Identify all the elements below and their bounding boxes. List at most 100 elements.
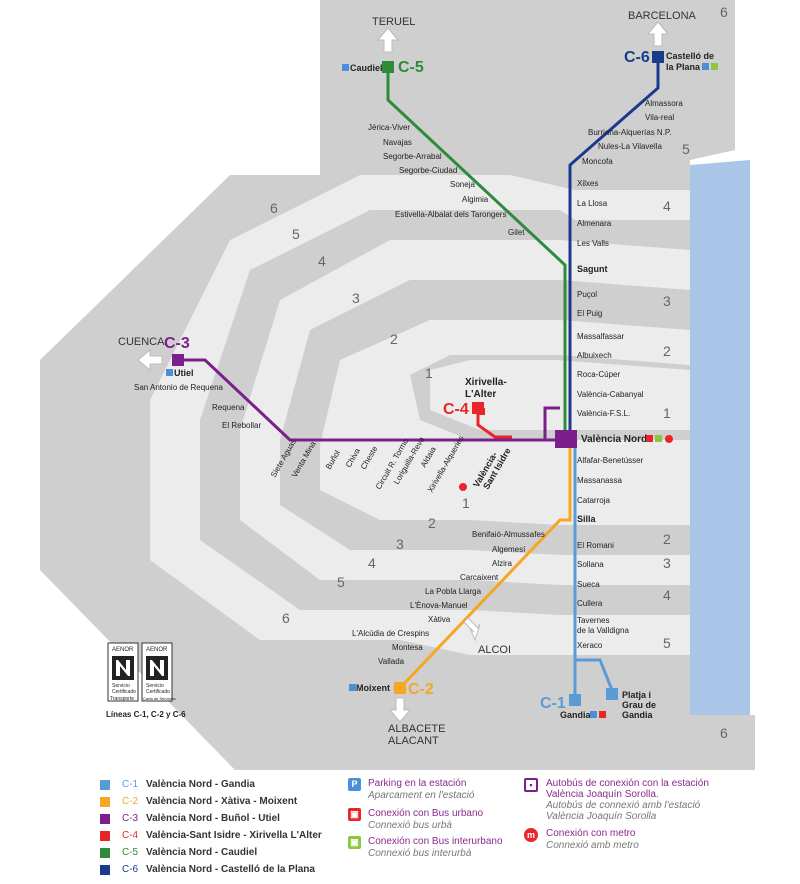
legend-swatch	[100, 831, 110, 841]
station-sanantonio: San Antonio de Requena	[134, 383, 224, 392]
zone-label: 4	[663, 198, 671, 214]
station-alfafar: Alfafar-Benetússer	[577, 456, 644, 465]
legend-code: C-5	[122, 847, 139, 858]
legend-line-c3: C-3 València Nord - Buñol - Utiel	[100, 812, 340, 828]
station-xativa: Xàtiva	[428, 615, 451, 624]
parking-icon	[349, 684, 356, 691]
legend-services: P Parking en la estación Aparcament en l…	[348, 778, 518, 882]
aenor-tag1: Transporte	[110, 696, 134, 702]
station-moixent: Moixent	[356, 683, 390, 693]
legend-sorolla-sub1: Autobús de connexió amb l'estació	[546, 800, 701, 811]
zone-label: 1	[663, 405, 671, 421]
rail-lines	[178, 58, 660, 700]
legend-line-c2: C-2 València Nord - Xàtiva - Moixent	[100, 795, 340, 811]
station-cullera: Cullera	[577, 599, 603, 608]
dest-albacete: ALBACETE	[388, 723, 445, 735]
parking-icon	[342, 64, 349, 71]
station-gilet: Gilet	[508, 228, 525, 237]
legend-code: C-3	[122, 813, 139, 824]
legend-swatch	[100, 848, 110, 858]
zone-label: 5	[682, 141, 690, 157]
station-catarroja: Catarroja	[577, 496, 610, 505]
station-estivella: Estivella-Albalat dels Tarongers	[395, 210, 506, 219]
station-montesa: Montesa	[392, 643, 423, 652]
line-c4	[476, 408, 512, 439]
station-xeraco: Xeraco	[577, 641, 603, 650]
aenor-logos: AENOR Servicio Certificado Transporte AE…	[106, 642, 186, 719]
station-jerica: Jérica-Viver	[368, 123, 410, 132]
zone-label: 4	[663, 587, 671, 603]
station-sagunt: Sagunt	[577, 264, 608, 274]
station-vallada: Vallada	[378, 657, 405, 666]
teruel-arrow-icon	[376, 27, 400, 53]
nord-terminal	[555, 430, 577, 448]
legend-name: València-Sant Isidre - Xirivella L'Alter	[146, 830, 322, 841]
dest-alacant: ALACANT	[388, 735, 439, 747]
legend-parking-sub: Aparcament en l'estació	[368, 790, 475, 801]
bus-interurban-icon	[711, 63, 718, 70]
metro-icon	[665, 435, 673, 443]
legend-bus-inter-sub: Connexió bus interurbà	[368, 848, 472, 859]
zone-label: 5	[292, 226, 300, 242]
legend-code: C-4	[122, 830, 139, 841]
legend-name: València Nord - Gandia	[146, 779, 255, 790]
station-sueca: Sueca	[577, 580, 600, 589]
line-c5	[386, 68, 567, 440]
aenor-name: AENOR	[112, 647, 134, 653]
legend-code: C-2	[122, 796, 139, 807]
station-alzira: Alzira	[492, 559, 513, 568]
dest-barcelona: BARCELONA	[628, 10, 697, 22]
aenor-n-icon	[112, 656, 134, 680]
station-xirivella-2: L'Alter	[465, 389, 496, 400]
code-c3: C-3	[164, 335, 190, 352]
destination-arrows	[137, 21, 670, 723]
bus-interurban-icon	[655, 435, 662, 442]
code-c1: C-1	[540, 695, 566, 712]
station-pucol: Puçol	[577, 290, 597, 299]
zone-label: 1	[425, 365, 433, 381]
aenor-sub1: Servicio	[112, 683, 130, 689]
station-silla: Silla	[577, 514, 597, 524]
station-elromani: El Romani	[577, 541, 614, 550]
legend-metro-sub: Connexió amb metro	[546, 840, 639, 851]
line-c1b	[575, 658, 614, 691]
dest-alcoi: ALCOI	[478, 644, 511, 656]
bus-urban-icon	[478, 408, 485, 415]
parking-icon: P	[348, 778, 361, 791]
legend-bus-urban-sub: Connexió bus urbà	[368, 820, 452, 831]
legend-name: València Nord - Buñol - Utiel	[146, 813, 280, 824]
code-c5: C-5	[398, 59, 424, 76]
station-burriana: Burriana-Alquerías N.P.	[588, 128, 671, 137]
station-vilareal: Vila-real	[645, 113, 674, 122]
station-albuixech: Albuixech	[577, 351, 612, 360]
aenor-caption: Líneas C-1, C-2 y C-6	[106, 710, 186, 719]
caudiel-terminal	[382, 61, 394, 73]
platja-terminal	[606, 688, 618, 700]
station-massalfassar: Massalfassar	[577, 332, 624, 341]
zone-label: 6	[720, 725, 728, 741]
aenor-n-icon	[146, 656, 168, 680]
zone-label: 3	[352, 290, 360, 306]
aenor-tag2: Carta de Servicios	[143, 696, 176, 701]
zone-label: 3	[663, 293, 671, 309]
legend-sorolla-title1: Autobús de conexión con la estación	[546, 778, 709, 789]
legend-bus-urban-title: Conexión con Bus urbano	[368, 808, 484, 819]
legend-extra: ▪ Autobús de conexión con la estación Va…	[524, 778, 794, 882]
legend-line-c5: C-5 València Nord - Caudiel	[100, 846, 340, 862]
bus-interurban-icon: ▣	[348, 836, 361, 849]
station-moncofa: Moncofa	[582, 157, 613, 166]
legend-metro-title: Conexión con metro	[546, 828, 636, 839]
station-nord: València Nord	[581, 434, 647, 445]
station-platja: Platja i	[622, 690, 651, 700]
zone-label: 3	[396, 536, 404, 552]
zone-label: 1	[462, 495, 470, 511]
station-navajas: Navajas	[383, 138, 412, 147]
zone-1-core	[430, 360, 690, 430]
moixent-terminal	[394, 682, 406, 694]
station-requena: Requena	[212, 403, 245, 412]
legend-swatch	[100, 797, 110, 807]
gandia-terminal	[569, 694, 581, 706]
station-algimia: Algimia	[462, 195, 489, 204]
service-icons	[166, 63, 718, 718]
station-massanassa: Massanassa	[577, 476, 622, 485]
